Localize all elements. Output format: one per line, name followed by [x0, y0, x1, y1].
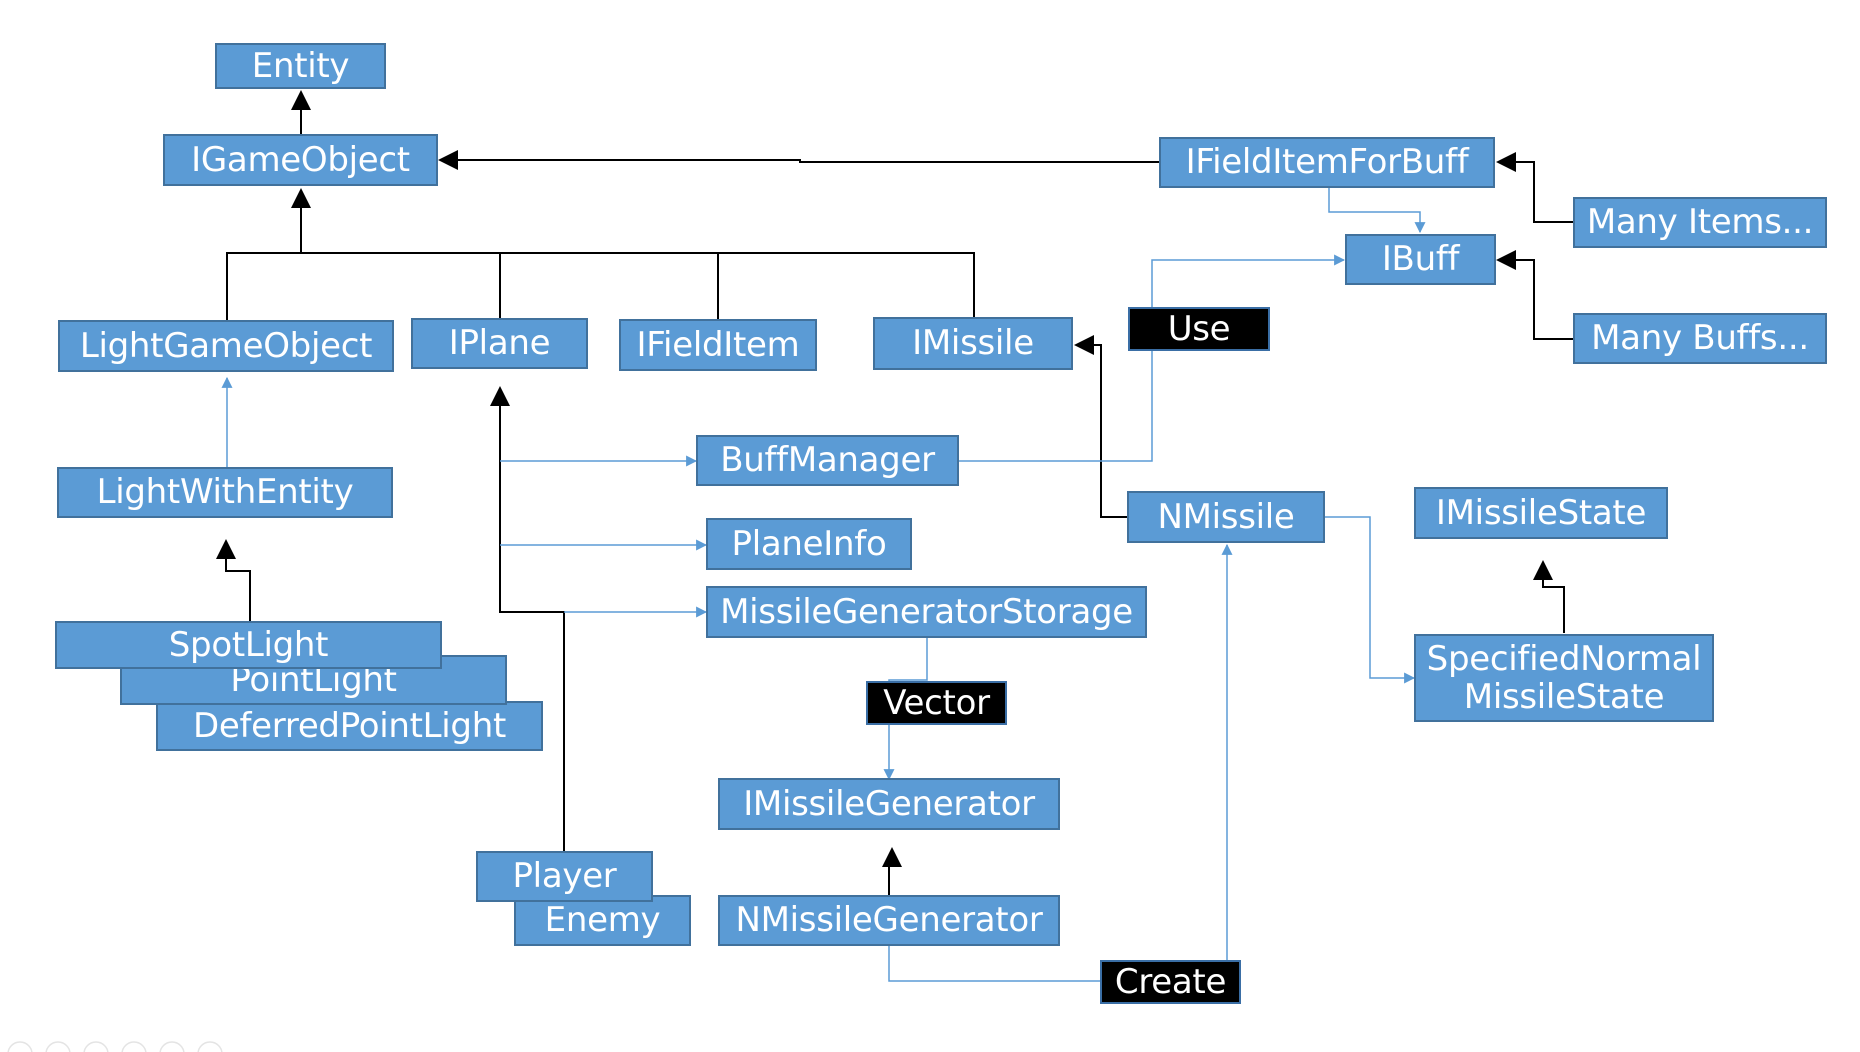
node-many-buffs: Many Buffs...: [1573, 313, 1827, 364]
node-player: Player: [476, 851, 653, 902]
node-iplane: IPlane: [411, 318, 588, 369]
node-missilegeneratorstorage: MissileGeneratorStorage: [706, 586, 1147, 638]
node-deferredpointlight: DeferredPointLight: [156, 701, 543, 751]
node-buffmanager: BuffManager: [696, 435, 959, 486]
node-planeinfo: PlaneInfo: [706, 518, 912, 570]
node-ibuff: IBuff: [1345, 234, 1496, 285]
node-ifielditemforbuff: IFieldItemForBuff: [1159, 137, 1495, 188]
node-nmissilegenerator: NMissileGenerator: [718, 895, 1060, 946]
node-imissilestate: IMissileState: [1414, 487, 1668, 539]
edge-spotlight-lightwithentity: [216, 539, 251, 622]
node-spotlight: SpotLight: [55, 621, 442, 669]
node-specifiednormal-line1: SpecifiedNormal: [1426, 638, 1702, 679]
edge-player-iplane: [490, 386, 565, 851]
edge-nmissilegenerator-nmissile: [888, 543, 1233, 982]
label-create: Create: [1100, 960, 1241, 1004]
node-specifiednormal-line2: MissileState: [1463, 677, 1665, 717]
edge-storage-imissilegenerator: [883, 637, 928, 781]
node-lightgameobject: LightGameObject: [58, 320, 394, 372]
node-igameobject: IGameObject: [163, 134, 438, 186]
node-specifiednormalmissilestate: SpecifiedNormal MissileState: [1414, 634, 1714, 722]
edge-hierarchy-bus: [226, 252, 975, 321]
node-entity: Entity: [215, 43, 386, 89]
edge-many-buffs-ibuff: [1496, 250, 1574, 340]
edge-many-items-ifielditemforbuff: [1496, 152, 1574, 223]
node-many-items: Many Items...: [1573, 197, 1827, 248]
edge-buffmanager-ibuff: [958, 254, 1346, 462]
node-imissilegenerator: IMissileGenerator: [718, 778, 1060, 830]
node-nmissile: NMissile: [1127, 491, 1325, 543]
node-lightwithentity: LightWithEntity: [57, 467, 393, 518]
edge-nmissile-imissile: [1074, 335, 1128, 518]
edge-ifielditemforbuff-igameobject: [438, 150, 1164, 170]
edge-nmissile-specifiednormal: [1323, 516, 1416, 684]
node-ifielditem: IFieldItem: [619, 319, 817, 371]
edge-nmissilegenerator-imissilegenerator: [882, 847, 902, 896]
label-vector: Vector: [866, 681, 1007, 725]
edge-ifielditemforbuff-ibuff: [1328, 188, 1426, 234]
node-enemy: Enemy: [514, 895, 691, 946]
label-use: Use: [1128, 307, 1270, 351]
node-imissile: IMissile: [873, 317, 1073, 370]
edge-specifiednormal-imissilestate: [1533, 560, 1565, 633]
slide-nav-dots: [7, 1041, 223, 1052]
